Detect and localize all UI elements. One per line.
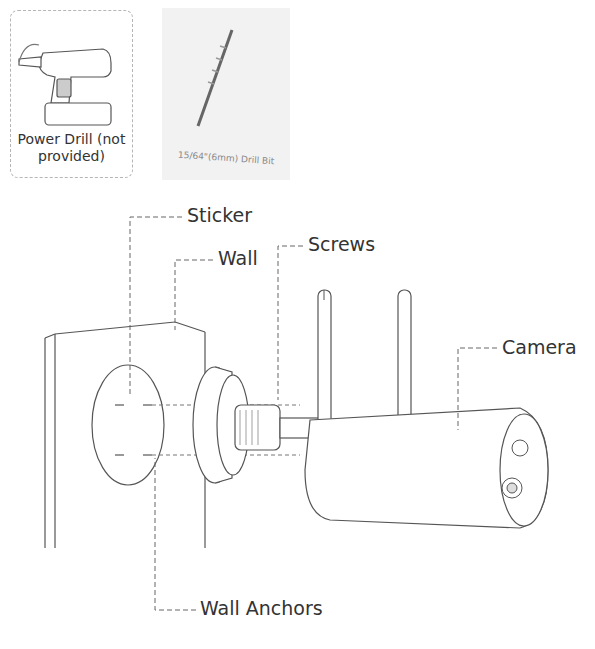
leader-lines: [130, 217, 497, 610]
sticker: [92, 365, 164, 485]
camera-body: [305, 290, 548, 528]
mount-base: [193, 367, 320, 483]
drill-bit-box: 15/64"(6mm) Drill Bit: [162, 8, 290, 180]
part-label: Sticker: [185, 204, 254, 226]
tool-caption: 15/64"(6mm) Drill Bit: [176, 150, 277, 168]
part-label: Wall: [216, 247, 260, 269]
part-label: Screws: [306, 233, 377, 255]
part-label: Camera: [500, 336, 579, 358]
part-label: Wall Anchors: [198, 597, 325, 619]
tool-box: Power Drill (not provided): [10, 10, 133, 178]
wall: [45, 322, 205, 548]
tool-caption: Power Drill (not provided): [17, 131, 126, 165]
